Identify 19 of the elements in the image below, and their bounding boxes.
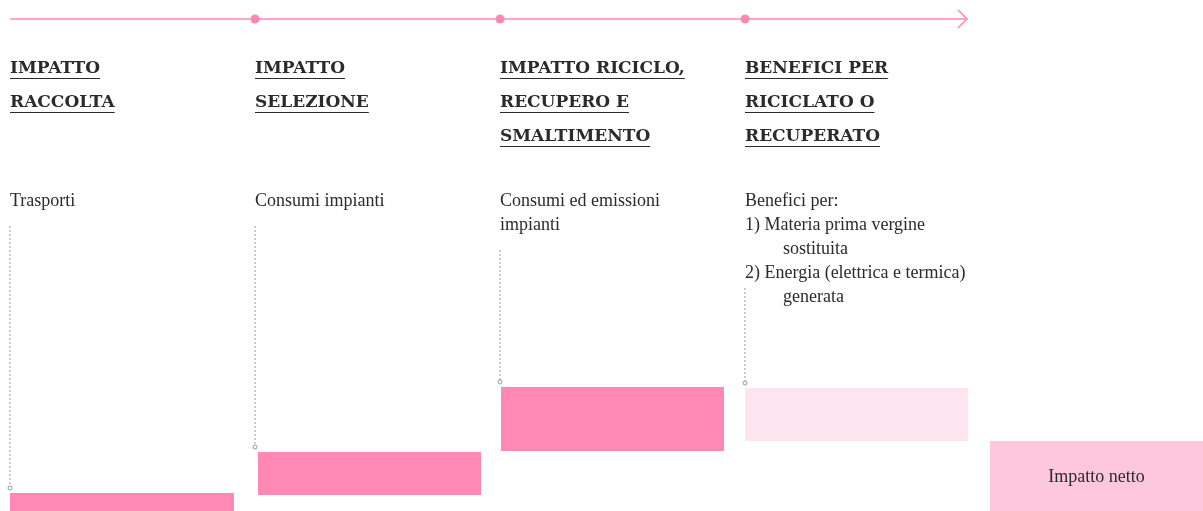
- bar-block: [745, 388, 968, 441]
- description-text: Consumi impianti: [255, 188, 455, 212]
- bar-block: [258, 452, 481, 495]
- leader-line: [497, 249, 503, 385]
- column-heading: IMPATTO RICICLO, RECUPERO E SMALTIMENTO: [500, 56, 686, 147]
- description-text: Consumi ed emissioni impianti: [500, 188, 715, 236]
- list-item: 2) Energia (elettrica e termica) generata: [745, 261, 967, 308]
- result-box: Impatto netto: [990, 441, 1203, 511]
- description-text: Trasporti: [10, 188, 210, 212]
- leader-line: [252, 225, 258, 450]
- column-heading: IMPATTO RACCOLTA: [10, 56, 116, 113]
- description-text: Benefici per:: [745, 189, 840, 212]
- column-heading: IMPATTO SELEZIONE: [255, 56, 370, 113]
- bar-block: [10, 493, 234, 511]
- bar-block: [501, 387, 724, 451]
- column-heading: BENEFICI PER RICICLATO O RECUPERATO: [745, 56, 890, 147]
- leader-line: [7, 225, 13, 491]
- list-item: 1) Materia prima vergine sostituita: [745, 213, 927, 260]
- leader-line: [742, 287, 748, 386]
